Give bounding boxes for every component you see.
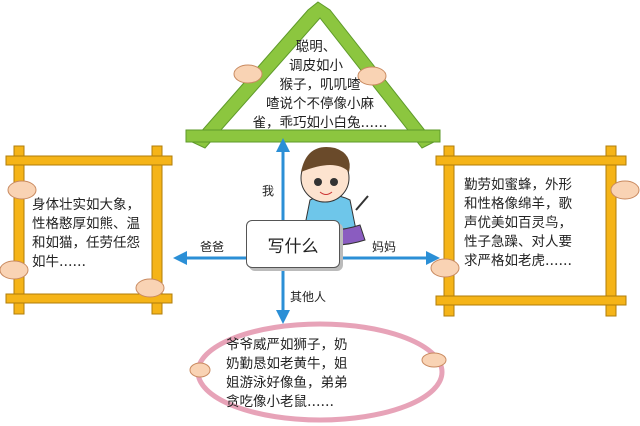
right-frame xyxy=(435,145,627,317)
text-line: 姐游泳好像鱼，弟弟 xyxy=(226,375,348,391)
text-line: 身体壮实如大象， xyxy=(32,197,140,213)
arrow-label-mom: 妈妈 xyxy=(372,240,397,254)
triangle-frame xyxy=(185,1,441,149)
me-description: 聪明、 调皮如小 猴子，叽叽喳 喳说个不停像小麻 雀，乖巧如小白兔…… xyxy=(0,38,640,133)
text-line: 求严格如老虎…… xyxy=(464,253,572,269)
arrow-label-me: 我 xyxy=(262,184,275,198)
left-frame xyxy=(5,145,173,315)
text-line: 调皮如小 xyxy=(289,58,343,74)
others-description: 爷爷威严如狮子，奶 奶勤恳如老黄牛，姐 姐游泳好像鱼，弟弟 贪吃像小老鼠…… xyxy=(226,336,348,412)
text-line: 性子急躁、对人要 xyxy=(464,234,572,250)
dad-description: 身体壮实如大象， 性格憨厚如熊、温 和如猫，任劳任怨 如牛…… xyxy=(32,196,140,272)
hand-icons xyxy=(0,64,640,378)
text-line: 爷爷威严如狮子，奶 xyxy=(226,337,348,353)
text-line: 奶勤恳如老黄牛，姐 xyxy=(226,356,348,372)
arrow-label-others: 其他人 xyxy=(290,290,327,304)
arrows xyxy=(173,138,440,324)
text-line: 猴子，叽叽喳 xyxy=(279,77,361,93)
text-line: 声优美如百灵鸟， xyxy=(464,215,572,231)
text-line: 贪吃像小老鼠…… xyxy=(226,394,334,410)
text-line: 性格憨厚如熊、温 xyxy=(32,216,140,232)
text-line: 雀，乖巧如小白兔…… xyxy=(252,115,388,131)
center-topic-box: 写什么 xyxy=(246,220,340,268)
mom-description: 勤劳如蜜蜂，外形 和性格像绵羊，歌 声优美如百灵鸟， 性子急躁、对人要 求严格如… xyxy=(464,176,572,271)
text-line: 勤劳如蜜蜂，外形 xyxy=(464,177,572,193)
text-line: 聪明、 xyxy=(295,39,337,55)
text-line: 和性格像绵羊，歌 xyxy=(464,196,572,212)
text-line: 喳说个不停像小麻 xyxy=(266,96,374,112)
text-line: 如牛…… xyxy=(32,254,86,270)
text-line: 和如猫，任劳任怨 xyxy=(32,235,140,251)
arrow-label-dad: 爸爸 xyxy=(200,240,225,254)
center-topic-label: 写什么 xyxy=(267,236,319,257)
